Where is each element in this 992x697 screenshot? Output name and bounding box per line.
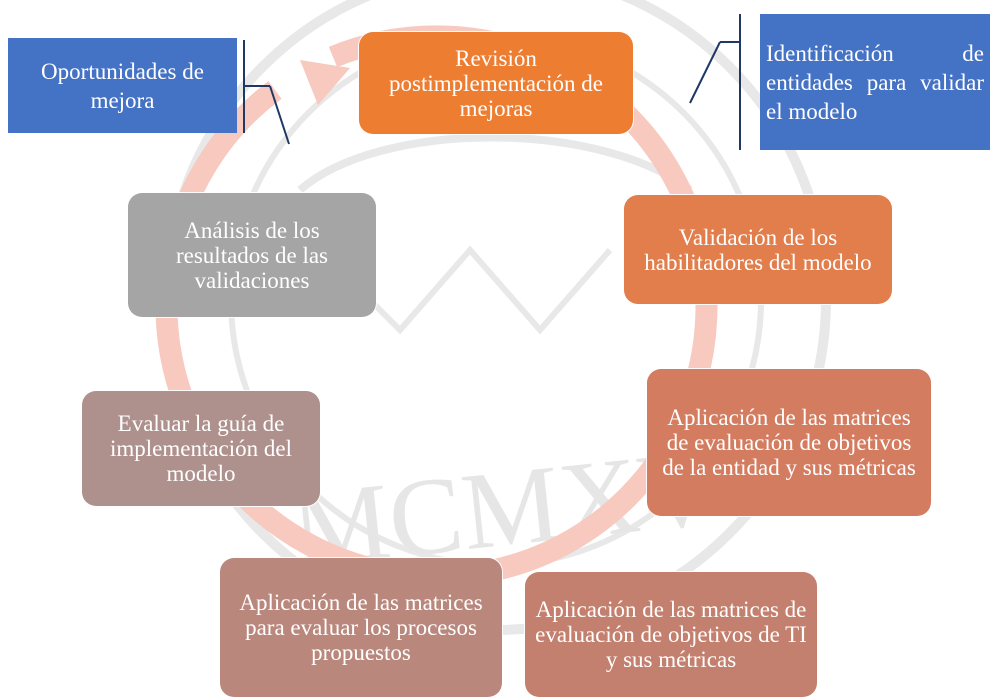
note-left-label: Oportunidades de mejora xyxy=(41,58,204,113)
step-analisis-resultados: Análisis de los resultados de las valida… xyxy=(128,193,376,317)
note-right-label: Identificación de entidades para validar… xyxy=(766,40,984,124)
note-identificacion-de-entidades: Identificación de entidades para validar… xyxy=(760,14,990,150)
step-matrices-objetivos-ti: Aplicación de las matrices de evaluación… xyxy=(525,572,817,697)
step-label: Análisis de los resultados de las valida… xyxy=(175,217,328,293)
note-right-callout xyxy=(689,14,741,150)
step-label: Revisión postimplementación de mejoras xyxy=(389,45,603,121)
step-label: Aplicación de las matrices de evaluación… xyxy=(535,597,807,672)
step-matrices-procesos: Aplicación de las matrices para evaluar … xyxy=(220,558,502,697)
cycle-arrow-head xyxy=(300,60,350,105)
note-oportunidades-de-mejora: Oportunidades de mejora xyxy=(8,38,237,133)
note-left-callout xyxy=(243,40,290,145)
step-label: Evaluar la guía de implementación del mo… xyxy=(109,411,293,486)
step-validacion-habilitadores: Validación de los habilitadores del mode… xyxy=(624,195,892,304)
step-label: Aplicación de las matrices de evaluación… xyxy=(662,405,916,480)
step-evaluar-guia: Evaluar la guía de implementación del mo… xyxy=(82,391,320,506)
step-matrices-objetivos-entidad: Aplicación de las matrices de evaluación… xyxy=(647,369,931,516)
step-revision-postimplementacion: Revisión postimplementación de mejoras xyxy=(359,32,633,134)
step-label: Validación de los habilitadores del mode… xyxy=(644,224,872,275)
step-label: Aplicación de las matrices para evaluar … xyxy=(239,590,483,665)
